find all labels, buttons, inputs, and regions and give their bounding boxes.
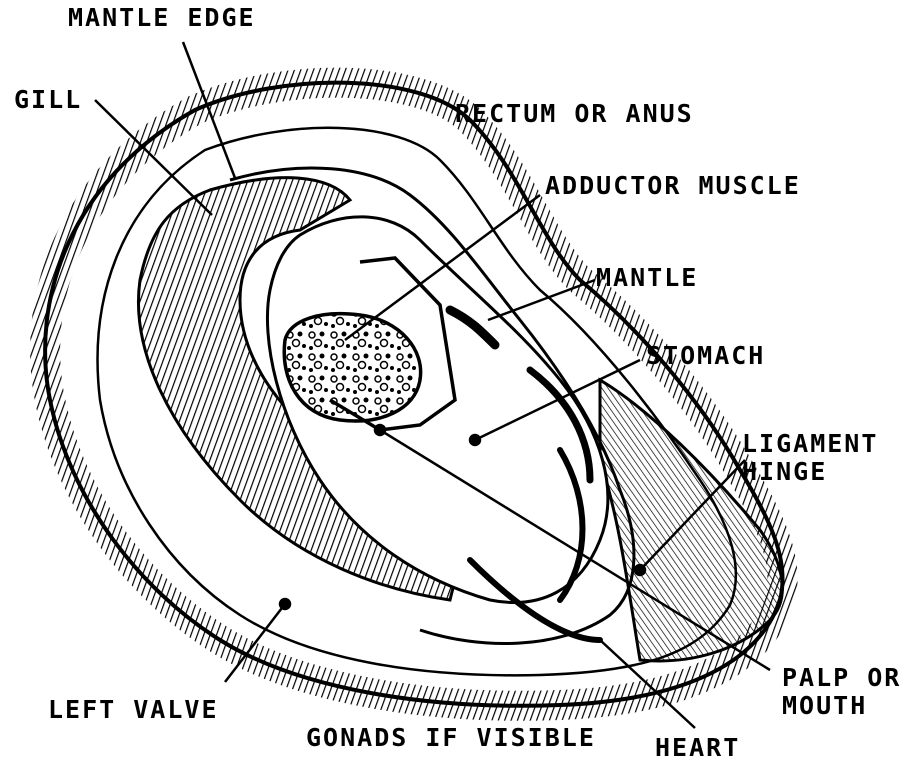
label-left-valve: LEFT VALVE <box>48 696 219 724</box>
adductor-muscle <box>284 314 420 421</box>
label-stomach: STOMACH <box>646 342 765 370</box>
label-rectum-or-anus: RECTUM OR ANUS <box>455 100 694 128</box>
label-adductor-muscle: ADDUCTOR MUSCLE <box>545 172 801 200</box>
label-palp-or-mouth: PALP OR MOUTH <box>782 664 901 720</box>
label-ligament-hinge: LIGAMENT HINGE <box>742 430 878 486</box>
label-gill: GILL <box>14 86 82 114</box>
label-mantle: MANTLE <box>596 264 698 292</box>
label-gonads-if-visible: GONADS IF VISIBLE <box>306 724 596 752</box>
label-heart: HEART <box>655 734 740 762</box>
label-mantle-edge: MANTLE EDGE <box>68 4 256 32</box>
